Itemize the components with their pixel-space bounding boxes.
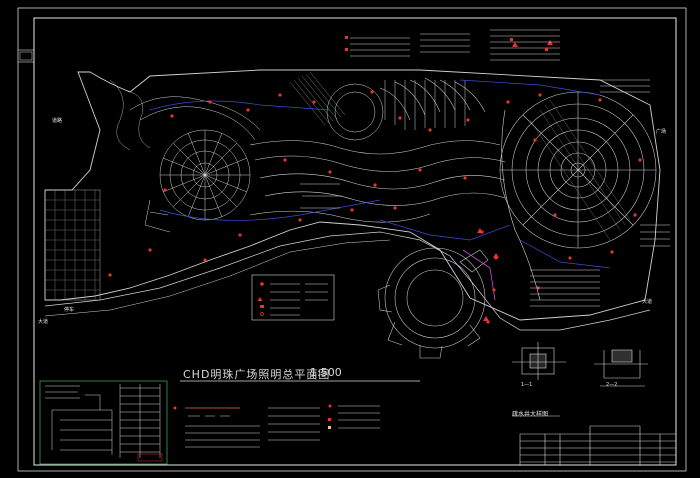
wave-paths [249, 77, 506, 223]
right-plaza [499, 91, 657, 249]
cable-runs [149, 79, 611, 269]
section-b-label: 2—2 [606, 382, 618, 388]
section-detail-a [512, 342, 566, 380]
title-block [519, 425, 676, 465]
inner-frame [33, 17, 677, 466]
annotation-notes [300, 29, 670, 307]
label-north-road: 道路 [52, 118, 63, 124]
drawing-title: CHD明珠广场照明总平面图 [183, 368, 331, 381]
bottom-building [377, 247, 489, 359]
label-east-road: 大道 [642, 299, 653, 305]
section-detail-b [594, 349, 648, 387]
section-detail-title: 疏水井大样图 [512, 411, 549, 418]
legend-box [251, 274, 335, 321]
lamp-triangles [477, 40, 553, 321]
lamp-markers [108, 90, 642, 324]
note-bullets [345, 36, 548, 51]
outer-frame [17, 7, 687, 472]
drawing-scale: 1:500 [310, 366, 342, 379]
section-a-label: 1—1 [521, 382, 533, 388]
left-plaza [129, 96, 261, 233]
hatched-walkway [289, 71, 346, 126]
site-boundary [44, 69, 661, 321]
label-right-plaza: 广场 [656, 129, 667, 135]
label-parking: 停车 [64, 307, 75, 313]
system-diagram [39, 380, 168, 465]
bottom-notes [185, 405, 380, 448]
label-west-road: 大道 [38, 319, 49, 325]
parking-grid [44, 189, 101, 301]
center-circle [326, 83, 384, 141]
bands [384, 80, 466, 130]
